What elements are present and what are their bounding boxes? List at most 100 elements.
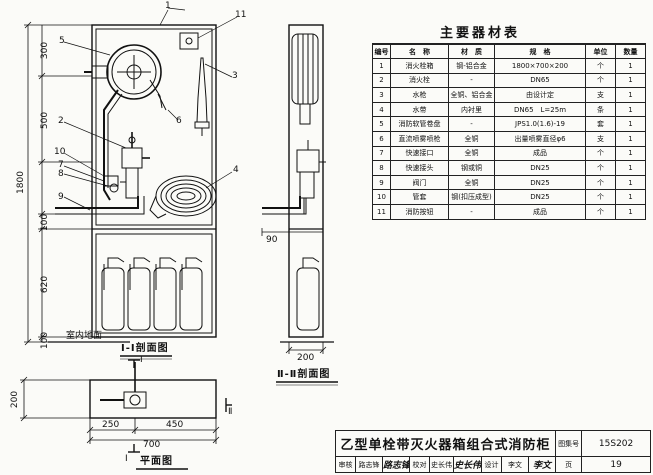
cell-material: 全铜 [448,174,495,191]
cell-name: 消防按钮 [390,203,449,220]
cell-unit: 个 [585,189,616,205]
dim-s2-offset: 90 [266,235,278,245]
cell-no: 8 [372,160,391,176]
cell-unit: 个 [585,72,616,89]
cabinet-inner-lower [95,233,213,334]
hose-coil [149,175,217,219]
cell-qty: 1 [615,130,646,147]
section2-valve [296,140,326,214]
callout-2: 2 [58,116,64,126]
header-material: 材 质 [448,43,495,59]
cell-no: 2 [372,72,391,89]
cell-spec: DN65 L=25m [494,101,586,118]
header-unit: 单位 [585,43,616,59]
cell-no: 11 [372,203,391,220]
cell-no: 7 [372,145,391,162]
cell-material: - [448,72,495,89]
dim-overall-height: 1800 [15,171,26,194]
cell-unit: 个 [585,160,616,176]
cell-name: 水带 [390,101,449,118]
designer-name: 李文 [501,456,529,473]
cell-name: 水枪 [390,87,449,103]
cell-material: 全铜 [448,130,495,147]
dim-500: 500 [40,111,51,130]
cell-material: 钢-铝合金 [448,58,495,74]
header-spec: 规 格 [494,43,586,59]
dim-100-mid: 100 [40,213,51,232]
cell-no: 4 [372,101,391,118]
page-label: 页 [555,456,583,473]
callout-4: 4 [233,165,239,175]
callout-8: 8 [58,169,64,179]
callout-1: 1 [165,1,171,11]
cell-name: 管套 [390,189,449,205]
cabinet-outline [91,24,217,338]
callout-9: 9 [58,192,64,202]
checker-signature: 史长伟 [453,456,482,473]
dim-300: 300 [40,41,51,60]
extinguisher-group [101,257,203,331]
section2-outline [288,24,324,338]
section2-extinguisher [296,257,320,331]
cell-qty: 1 [615,116,646,132]
callout-6: 6 [176,116,182,126]
plan-title: 平面图 [140,456,173,467]
callout-7: 7 [58,160,64,170]
cell-spec: DN65 [494,72,586,89]
section-1-title: Ⅰ-Ⅰ剖面图 [121,343,169,354]
cell-spec: JPS1.0(1.6)-19 [494,116,586,132]
cut-mark-1-bottom: Ⅰ [125,454,128,464]
cell-no: 10 [372,189,391,205]
cell-spec: 出量喷雾直径φ6 [494,130,586,147]
cell-qty: 1 [615,145,646,162]
hose-reel [84,44,162,100]
atlas-number: 15S202 [581,430,652,457]
callout-11: 11 [235,10,247,20]
header-name: 名 称 [390,43,449,59]
plan-outline [89,379,217,419]
cell-unit: 个 [585,145,616,162]
cell-unit: 个 [585,58,616,74]
dim-620: 620 [40,275,51,294]
plan-valve [100,362,147,409]
cut-mark-1-top: Ⅰ [140,355,143,365]
cell-spec: DN25 [494,160,586,176]
cell-name: 消火栓箱 [390,58,449,74]
cell-name: 快速接口 [390,145,449,162]
cell-qty: 1 [615,58,646,74]
check-label: 校对 [409,456,430,473]
drawing-title: 乙型单栓带灭火器箱组合式消防柜 [334,430,557,457]
page-number: 19 [581,456,652,473]
inlet-pipe [55,196,139,209]
cut-mark-2: Ⅱ [228,407,233,417]
cell-no: 6 [372,130,391,147]
cell-no: 5 [372,116,391,132]
alarm-button-box [179,32,199,50]
riser-pipe [103,89,119,201]
cell-material: 钢或铜 [448,160,495,176]
cell-no: 3 [372,87,391,103]
cell-spec: 成品 [494,145,586,162]
cell-name: 消防软管卷盘 [390,116,449,132]
cell-qty: 1 [615,72,646,89]
cell-qty: 1 [615,87,646,103]
cell-material: 钢(扣压成型) [448,189,495,205]
review-label: 审核 [335,456,356,473]
cell-material: - [448,203,495,220]
title-block: 乙型单栓带灭火器箱组合式消防柜 图集号 15S202 审核 路志锋 路志锋 校对… [334,430,652,473]
callout-10: 10 [54,147,66,157]
material-table-title: 主要器材表 [440,26,521,41]
cell-material: 内衬里 [448,101,495,118]
cell-no: 9 [372,174,391,191]
cell-spec: 成品 [494,203,586,220]
cell-name: 阀门 [390,174,449,191]
cell-qty: 1 [615,203,646,220]
water-gun [194,57,210,136]
cell-unit: 支 [585,87,616,103]
